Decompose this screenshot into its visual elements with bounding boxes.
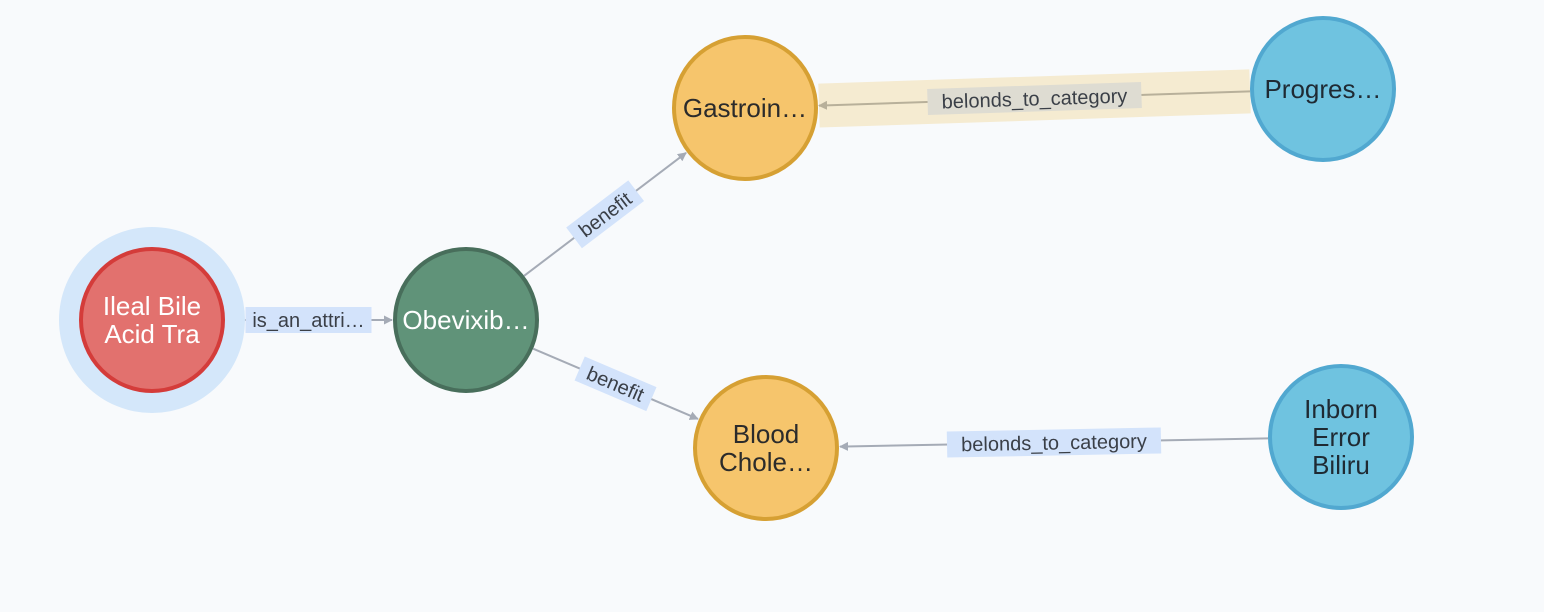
edge-e-attr[interactable]: is_an_attri… [225, 307, 393, 333]
edge-label-group: belonds_to_category [946, 427, 1162, 458]
edge-label-group: is_an_attri… [245, 307, 372, 333]
edge-label: is_an_attri… [252, 310, 364, 332]
node-label: Obevixib… [402, 305, 529, 335]
node-circle [693, 375, 839, 521]
node-label: Error [1312, 422, 1370, 452]
node-label: Gastroin… [683, 93, 807, 123]
node-label: Blood [733, 419, 800, 449]
edge-e-cat-progres[interactable]: belonds_to_category [818, 69, 1251, 128]
edge-label-background [566, 180, 645, 249]
node-circle [1250, 16, 1396, 162]
node-label: Progres… [1264, 74, 1381, 104]
node-circle [79, 247, 225, 393]
node-label: Inborn [1304, 394, 1378, 424]
edge-label-group: belonds_to_category [927, 81, 1142, 115]
node-circle [393, 247, 539, 393]
edge-e-cat-inborn[interactable]: belonds_to_category [839, 427, 1269, 458]
edge-label-background [927, 81, 1142, 115]
node-label: Biliru [1312, 450, 1370, 480]
node-label: Ileal Bile [103, 291, 201, 321]
node-obevix[interactable]: Obevixib… [393, 247, 539, 393]
edge-label-group: benefit [574, 356, 657, 412]
node-circle [672, 35, 818, 181]
edge-label-background [946, 427, 1162, 458]
edge-label-background [574, 356, 657, 412]
edge-label: benefit [583, 363, 647, 407]
node-circle [1268, 364, 1414, 510]
edge-e-benefit-gastro[interactable]: benefit [523, 151, 687, 277]
edge-label-background [245, 307, 372, 333]
node-progres[interactable]: Progres… [1250, 16, 1396, 162]
edge-label-group: benefit [566, 180, 645, 249]
edge-e-benefit-blood[interactable]: benefit [532, 347, 699, 420]
edges-layer: is_an_attri…benefitbenefitbelonds_to_cat… [225, 69, 1269, 458]
node-blood[interactable]: BloodChole… [693, 375, 839, 521]
node-label: Chole… [719, 447, 813, 477]
node-gastro[interactable]: Gastroin… [672, 35, 818, 181]
edge-label: belonds_to_category [961, 431, 1147, 457]
node-label: Acid Tra [104, 319, 200, 349]
